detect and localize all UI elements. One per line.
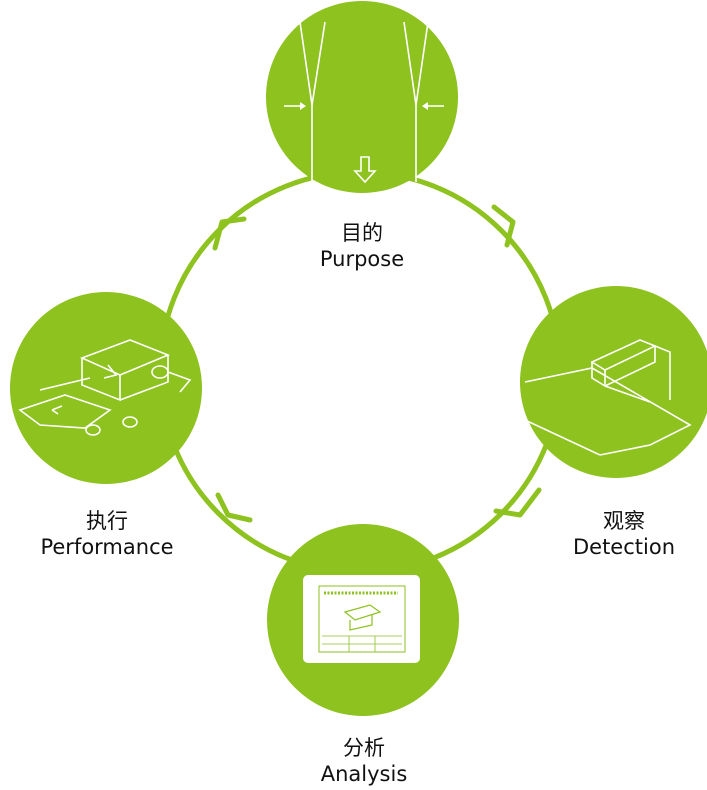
step-label-analysis-en: Analysis [320,762,408,787]
arrow-analysis-to-performance-icon [215,492,253,523]
node-detection [520,286,707,478]
step-label-detection: 观察 Detection [556,508,692,561]
web-guide-edges-icon [284,21,444,184]
actuator-rollers-icon [18,339,192,436]
sensor-camera-icon [524,339,692,456]
node-performance [10,292,202,484]
step-label-detection-en: Detection [572,535,676,560]
arrow-detection-to-analysis-icon [493,487,542,518]
step-label-analysis: 分析 Analysis [298,735,430,788]
arrow-purpose-to-detection-icon [491,204,516,248]
step-label-purpose: 目的 Purpose [300,220,424,273]
step-label-purpose-zh: 目的 [341,221,383,245]
controller-screen-icon [303,575,420,663]
step-label-performance: 执行 Performance [22,508,192,561]
step-label-purpose-en: Purpose [319,247,405,272]
step-label-detection-zh: 观察 [603,509,645,533]
step-label-performance-zh: 执行 [86,509,128,533]
node-purpose [266,1,458,193]
step-label-analysis-zh: 分析 [343,736,385,760]
step-label-performance-en: Performance [40,535,174,560]
arrow-performance-to-purpose-icon [212,216,247,251]
node-analysis [267,524,459,716]
